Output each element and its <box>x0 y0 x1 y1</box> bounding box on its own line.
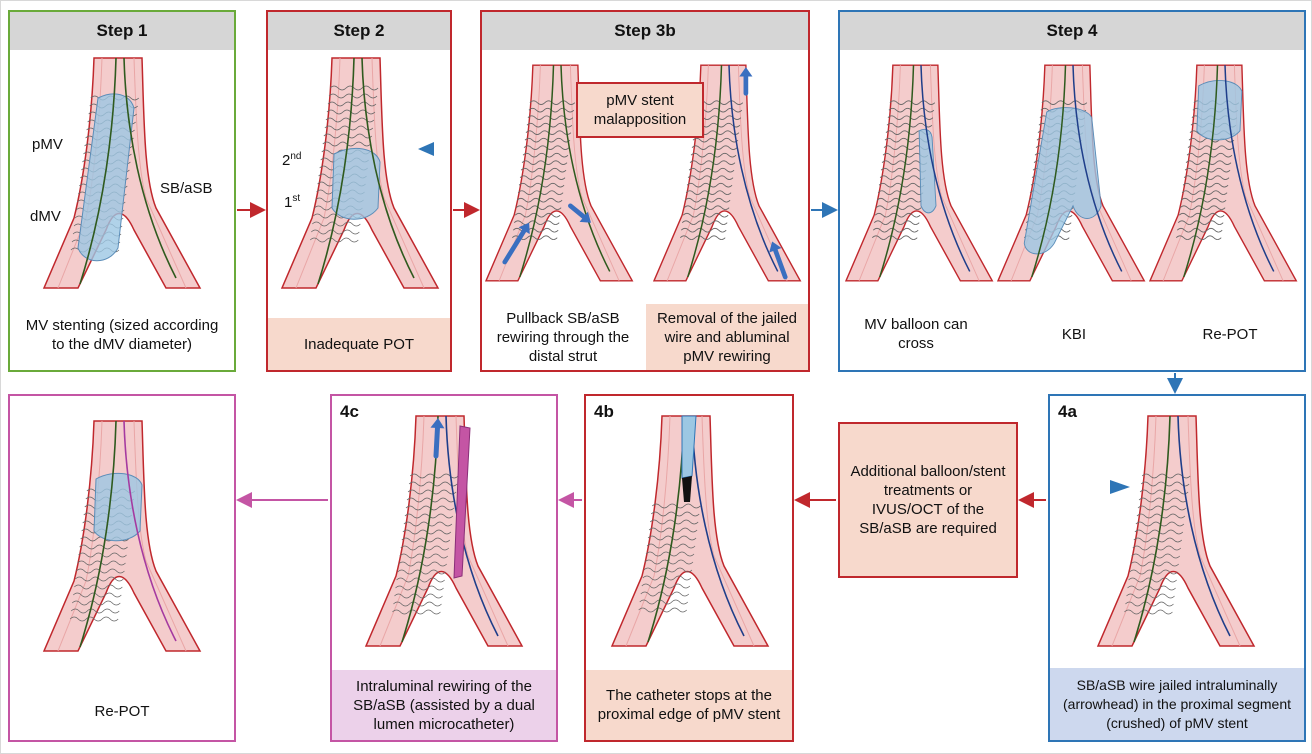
flow-arrows <box>0 0 1312 754</box>
